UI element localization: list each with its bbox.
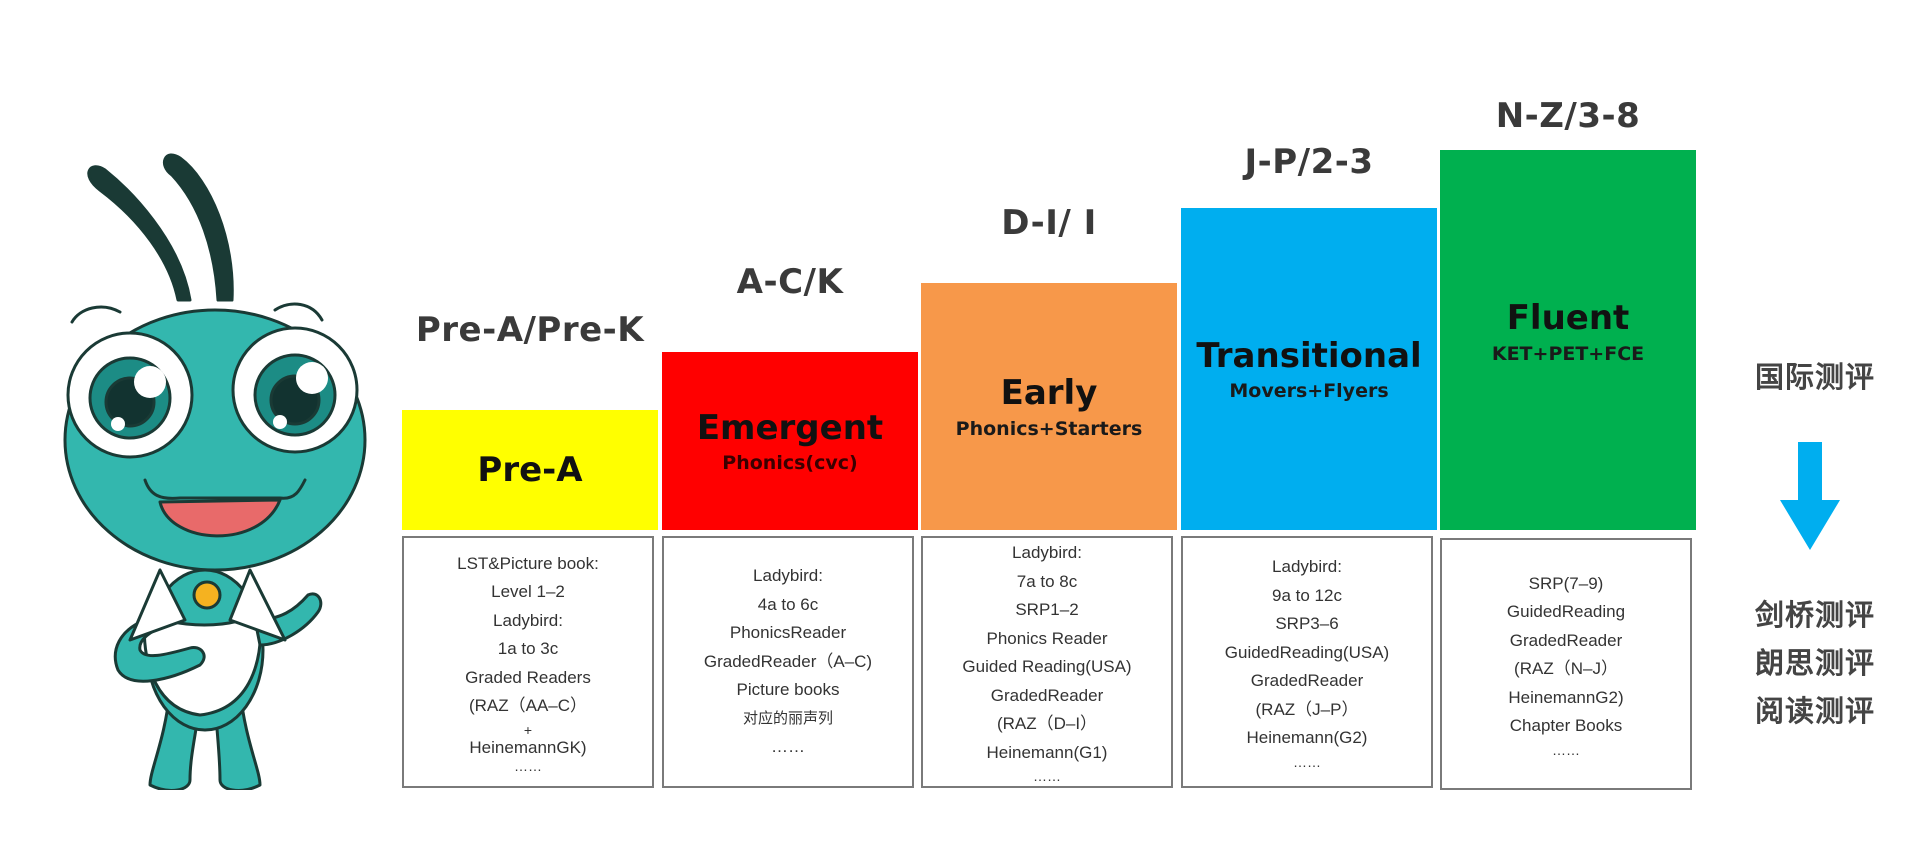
reading-assessment-label: 阅读测评 [1754, 694, 1875, 728]
book-item: 7a to 8c [1016, 571, 1078, 591]
cambridge-assessment-label: 剑桥测评 [1754, 598, 1875, 632]
book-item: GradedReader [1250, 671, 1364, 691]
international-assessment-label: 国际测评 [1754, 360, 1875, 394]
book-item: LST&Picture book: [457, 553, 599, 573]
book-item: Heinemann(G2) [1246, 728, 1368, 748]
level-title-fluent: N-Z/3-8 [1495, 96, 1641, 136]
book-item: Ladybird: [753, 566, 823, 586]
book-item: 9a to 12c [1272, 585, 1342, 605]
level-title-emergent: A-C/K [736, 262, 844, 302]
stage-block-fluent: Fluent KET+PET+FCE [1440, 150, 1696, 530]
book-item: (RAZ（D–I） [996, 714, 1098, 733]
stage-name-fluent: Fluent [1506, 298, 1630, 338]
stage-name-emergent: Emergent [696, 407, 884, 448]
book-item: GuidedReading [1506, 602, 1626, 621]
down-arrow-icon [1780, 442, 1840, 550]
book-list-early: Ladybird: 7a to 8c SRP1–2 Phonics Reader… [921, 536, 1173, 788]
book-item: GradedReader（A–C) [703, 651, 873, 671]
level-title-early: D-I/ I [1001, 203, 1097, 243]
book-item: GradedReader [990, 685, 1104, 705]
stage-name-early: Early [1000, 373, 1098, 414]
book-list-fluent: SRP(7–9) GuidedReading GradedReader (RAZ… [1440, 538, 1692, 790]
level-title-pre-a: Pre-A/Pre-K [415, 310, 645, 350]
book-item: (RAZ（J–P） [1255, 699, 1359, 719]
level-title-transitional: J-P/2-3 [1244, 142, 1374, 182]
book-item: Ladybird: [1012, 543, 1082, 562]
book-list-emergent: Ladybird: 4a to 6c PhonicsReader GradedR… [662, 536, 914, 788]
langsi-assessment-label: 朗思测评 [1754, 646, 1875, 680]
book-item: …… [1293, 753, 1321, 770]
stage-block-emergent: Emergent Phonics(cvc) [662, 352, 918, 530]
stage-sub-fluent: KET+PET+FCE [1491, 342, 1645, 365]
book-list-pre-a: LST&Picture book: Level 1–2 Ladybird: 1a… [402, 536, 654, 788]
book-item: Ladybird: [493, 610, 563, 630]
book-item: …… [514, 757, 542, 774]
book-item: …… [771, 737, 805, 757]
book-item: SRP3–6 [1275, 614, 1339, 634]
book-item: Picture books [736, 680, 840, 700]
book-item: Heinemann(G1) [986, 742, 1108, 762]
book-item: SRP1–2 [1015, 600, 1079, 619]
book-item: PhonicsReader [729, 623, 847, 643]
book-item: GuidedReading(USA) [1224, 642, 1390, 662]
book-item: (RAZ（AA–C） [468, 696, 588, 715]
stage-block-pre-a: Pre-A [402, 410, 658, 530]
stage-sub-early: Phonics+Starters [955, 417, 1143, 440]
book-item: Graded Readers [465, 667, 591, 687]
stage-block-early: Early Phonics+Starters [921, 283, 1177, 530]
book-item: + [523, 721, 533, 738]
stage-name-transitional: Transitional [1196, 335, 1422, 376]
book-list-transitional: Ladybird: 9a to 12c SRP3–6 GuidedReading… [1181, 536, 1433, 788]
book-item: (RAZ（N–J） [1514, 659, 1618, 678]
book-item: 1a to 3c [497, 639, 559, 658]
book-item: Level 1–2 [491, 582, 565, 601]
stage-sub-transitional: Movers+Flyers [1229, 380, 1389, 403]
book-item: Guided Reading(USA) [962, 657, 1132, 676]
book-item: …… [1552, 741, 1580, 758]
book-item: GradedReader [1509, 630, 1623, 650]
book-item: …… [1033, 768, 1061, 784]
stage-block-transitional: Transitional Movers+Flyers [1181, 208, 1437, 530]
book-item: 对应的丽声列 [742, 709, 833, 727]
book-item: HeinemannG2) [1508, 687, 1624, 707]
book-item: Ladybird: [1272, 557, 1342, 577]
stage-sub-emergent: Phonics(cvc) [722, 452, 858, 475]
book-item: Chapter Books [1509, 716, 1623, 735]
stage-name-pre-a: Pre-A [477, 449, 583, 490]
book-item: SRP(7–9) [1528, 573, 1604, 593]
ant-mascot-illustration [63, 153, 367, 790]
book-item: HeinemannGK) [469, 737, 587, 757]
book-item: 4a to 6c [757, 594, 819, 614]
book-item: Phonics Reader [986, 628, 1108, 648]
